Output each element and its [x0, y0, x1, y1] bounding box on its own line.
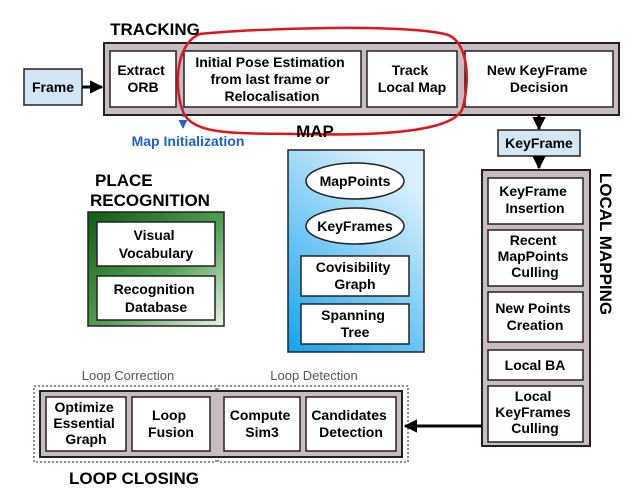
- spanning-tree-box: [300, 303, 410, 345]
- extract-orb-box: [109, 50, 177, 108]
- map-title: MAP: [296, 122, 334, 141]
- visual-vocabulary-box: [96, 221, 216, 267]
- covisibility-graph-box: [300, 255, 410, 297]
- loop-detection-label: Loop Detection: [270, 368, 357, 383]
- frame-input-label: Frame: [32, 79, 74, 95]
- local-mapping-title: LOCAL MAPPING: [596, 173, 615, 315]
- loop-fusion-label: Loop Fusion: [148, 407, 194, 440]
- initial-pose-estimation-box: [183, 50, 362, 108]
- optimize-essential-graph-label: Optimize Essential Graph: [53, 399, 118, 447]
- mappoints-ellipse: [305, 162, 405, 200]
- map-initialization-label: Map Initialization: [132, 133, 245, 149]
- recent-mappoints-culling-box: [487, 229, 584, 287]
- loop-closing-title: LOOP CLOSING: [69, 469, 199, 488]
- loop-correction-label: Loop Correction: [82, 368, 175, 383]
- compute-sim3-box: [223, 396, 301, 452]
- track-local-map-label: Track Local Map: [378, 62, 446, 95]
- extract-orb-label: Extract ORB: [117, 62, 168, 95]
- local-ba-label: Local BA: [505, 357, 566, 373]
- compute-sim3-label: Compute Sim3: [230, 407, 295, 440]
- optimize-essential-graph-box: [45, 396, 127, 452]
- local-keyframes-culling-label: Local KeyFrames Culling: [495, 388, 574, 436]
- keyframe-insertion-label: KeyFrame Insertion: [499, 183, 571, 216]
- keyframe-insertion-box: [487, 177, 584, 225]
- place-recognition-title: PLACE RECOGNITION: [90, 171, 210, 210]
- candidates-detection-box: [305, 396, 397, 452]
- tracking-title: TRACKING: [110, 20, 200, 39]
- new-points-creation-label: New Points Creation: [495, 300, 574, 333]
- new-keyframe-decision-box: [464, 50, 614, 108]
- highlight-ellipse: [176, 26, 468, 136]
- new-keyframe-decision-label: New KeyFrame Decision: [487, 62, 591, 95]
- track-local-map-box: [366, 50, 458, 108]
- recognition-database-box: [96, 275, 216, 321]
- mappoints-label: MapPoints: [320, 173, 391, 189]
- initial-pose-estimation-label: Initial Pose Estimation from last frame …: [195, 54, 348, 104]
- spanning-tree-label: Spanning Tree: [321, 307, 389, 340]
- keyframes-ellipse: [305, 207, 405, 245]
- keyframe-output-label: KeyFrame: [505, 135, 573, 151]
- covisibility-graph-label: Covisibility Graph: [316, 259, 395, 292]
- recent-mappoints-culling-label: Recent MapPoints Culling: [498, 232, 573, 280]
- local-ba-box: [487, 349, 584, 381]
- loop-fusion-box: [131, 396, 211, 452]
- candidates-detection-label: Candidates Detection: [311, 407, 390, 440]
- local-keyframes-culling-box: [487, 385, 584, 443]
- new-points-creation-box: [487, 291, 584, 343]
- frame-input-box: [23, 68, 83, 106]
- recognition-database-label: Recognition Database: [114, 281, 199, 315]
- keyframe-output-box: [497, 129, 581, 157]
- visual-vocabulary-label: Visual Vocabulary: [119, 227, 194, 261]
- keyframes-label: KeyFrames: [317, 218, 393, 234]
